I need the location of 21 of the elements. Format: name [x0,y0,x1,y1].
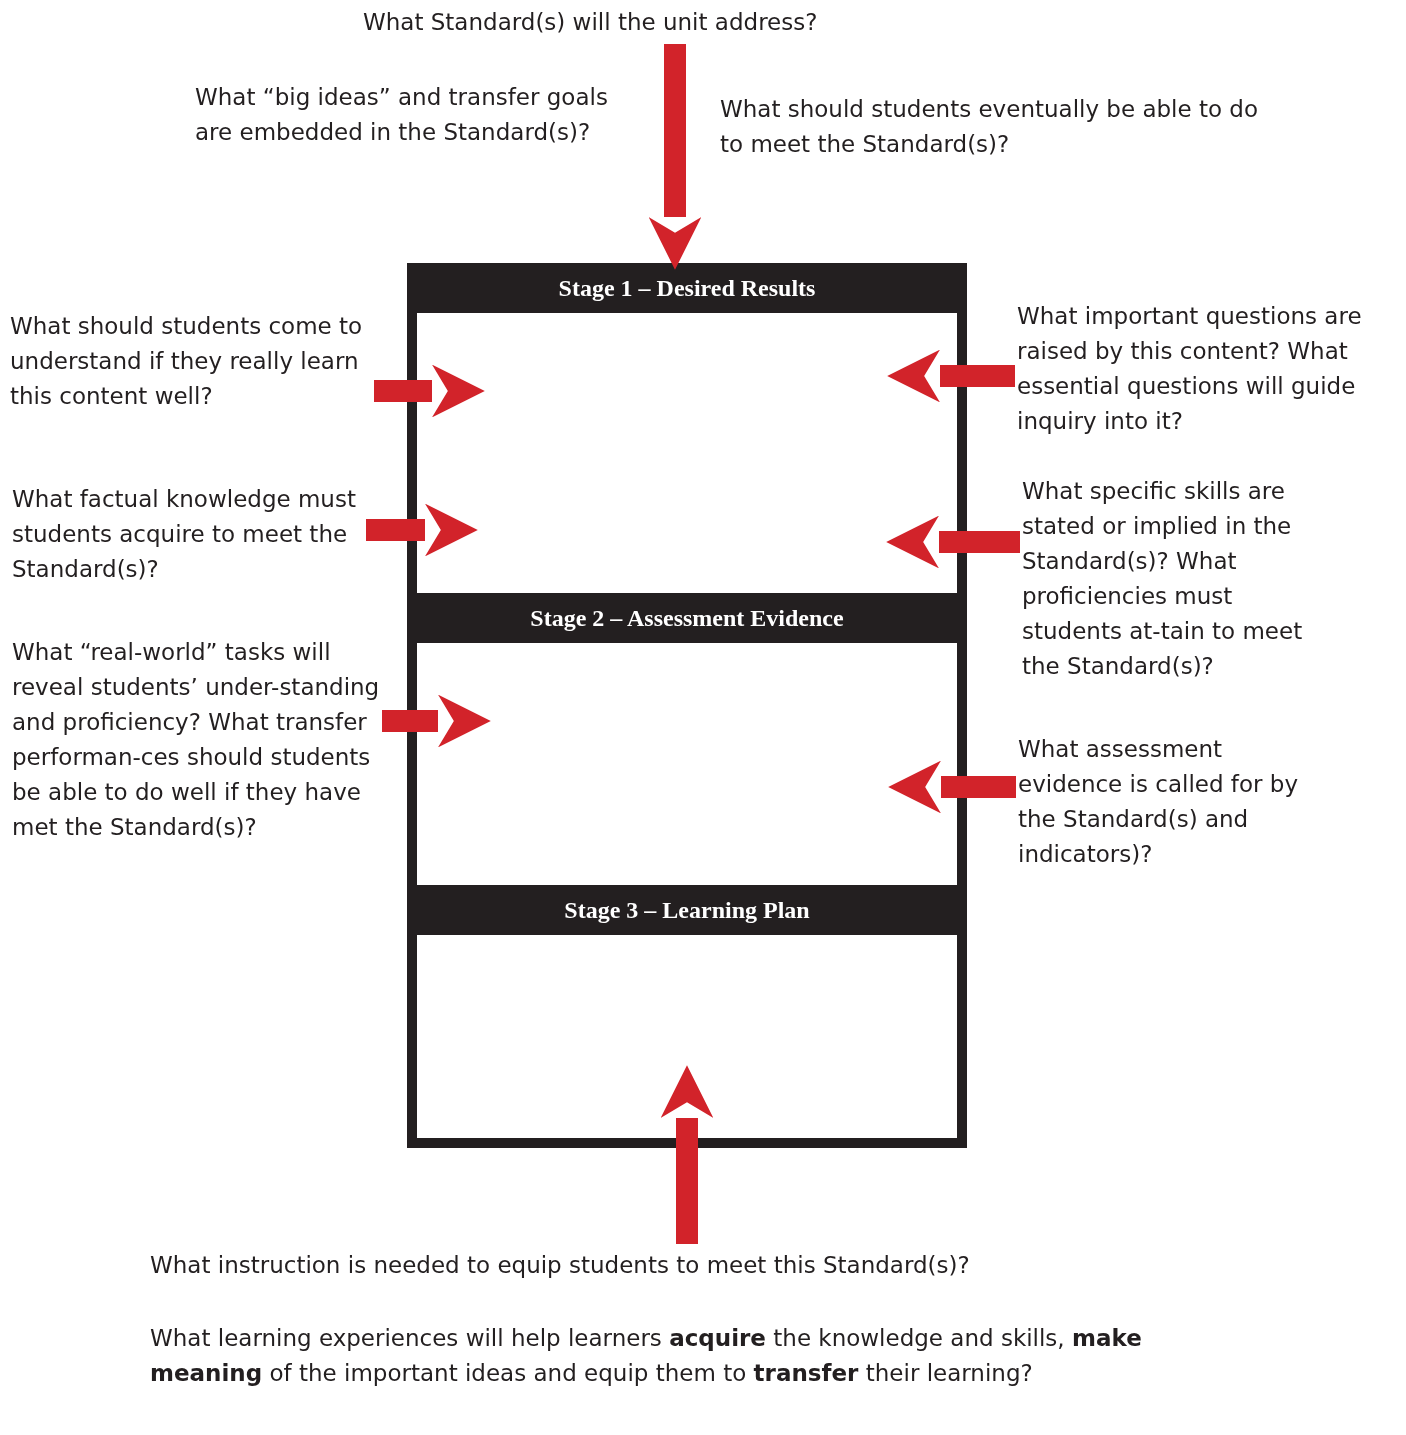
question-text: What specific skills are stated or implied in the Standard(s)? What proficiencies must students at-tain to meet the Standard(s)? [1022,474,1322,684]
question-text: What Standard(s) will the unit address? [363,5,1003,40]
stage-panel [407,263,967,593]
arrow [374,364,485,418]
arrow [887,349,1015,403]
question-text: What learning experiences will help learners acquire the knowledge and skills, make meaning of the important ideas and equip them to transfer their learning? [150,1324,1143,1388]
question-text: What should students eventually be able to do to meet the Standard(s)? [720,95,1260,159]
question-text: What instruction is needed to equip students to meet this Standard(s)? [150,1251,971,1280]
arrow [888,760,1016,814]
question-text: What important questions are raised by this content? What essential questions will guide inquiry into it? [1017,299,1402,439]
arrow [886,515,1020,569]
question-text: What should students come to understand if they really learn this content well? [10,309,372,414]
question-text: What “big ideas” and transfer goals are embedded in the Standard(s)? [195,83,609,147]
arrow [366,503,478,557]
stage-panel [407,885,967,1148]
question-text: What assessment evidence is called for by the Standard(s) and indicators)? [1018,732,1318,872]
arrow [660,1065,714,1244]
arrow [382,694,491,748]
question-text: What “real-world” tasks will reveal students’ under-standing and proficiency? What transfer performan-ces should students be able to do well if they have met the Standard(s)? [12,635,380,845]
stage-panel [407,593,967,885]
question-text: What factual knowledge must students acquire to meet the Standard(s)? [12,482,364,587]
